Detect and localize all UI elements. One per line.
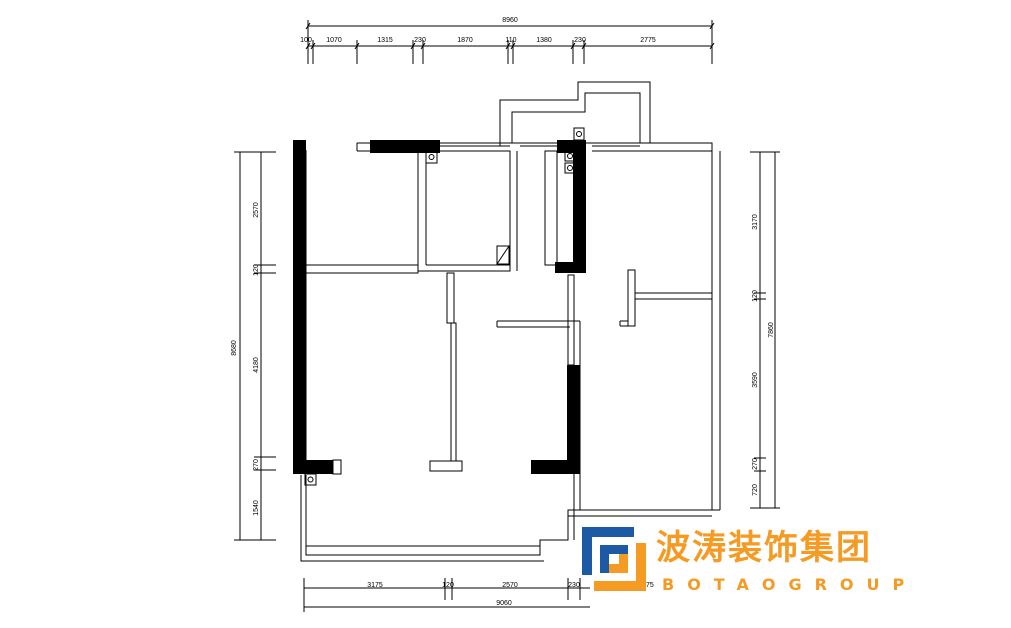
- right-segment-label: 120: [752, 290, 759, 302]
- bottom-total-label: 9060: [496, 600, 512, 607]
- bottom-segment-label: 230: [568, 582, 580, 589]
- wall-outlines: [300, 81, 721, 562]
- top-segment-label: 1070: [326, 37, 342, 44]
- dimension-labels: 8960 100 1070 1315 230 1870 110 1380 230…: [231, 17, 775, 607]
- brand-name-english: BOTAOGROUP: [662, 575, 918, 594]
- bottom-segment-label: 2775: [638, 582, 654, 589]
- bottom-segment-label: 3175: [367, 582, 383, 589]
- brand-name-chinese: 波涛装饰集团: [656, 528, 872, 568]
- right-segment-label: 3170: [752, 214, 759, 230]
- top-segment-label: 110: [505, 37, 516, 44]
- top-dimension-chain: [307, 20, 713, 64]
- bottom-segment-label: 120: [442, 582, 454, 589]
- right-segment-label: 720: [752, 484, 759, 496]
- top-segment-label: 100: [300, 37, 312, 44]
- left-segment-label: 1540: [253, 500, 260, 516]
- top-segment-label: 1870: [457, 37, 473, 44]
- right-total-label: 7860: [768, 322, 775, 338]
- top-segment-label: 1380: [536, 37, 552, 44]
- right-segment-label: 3590: [752, 372, 759, 388]
- left-segment-label: 270: [253, 459, 260, 471]
- botao-logo-icon: [582, 527, 646, 591]
- top-segment-label: 2775: [640, 37, 656, 44]
- left-segment-label: 120: [253, 264, 260, 276]
- left-total-label: 8680: [231, 340, 238, 356]
- top-total-label: 8960: [502, 17, 518, 24]
- bottom-dimension-chain: [303, 578, 590, 612]
- top-segment-label: 1315: [377, 37, 393, 44]
- right-segment-label: 270: [752, 458, 759, 470]
- dimension-ticks: [305, 22, 715, 50]
- left-segment-label: 4180: [253, 357, 260, 373]
- left-dimension-chain: [234, 151, 276, 541]
- fixtures: [304, 127, 585, 486]
- right-dimension-chain: [750, 151, 780, 509]
- top-segment-label: 230: [414, 37, 426, 44]
- bottom-segment-label: 2570: [502, 582, 518, 589]
- top-segment-label: 230: [574, 37, 586, 44]
- bearing-walls: [293, 140, 586, 474]
- left-segment-label: 2570: [253, 202, 260, 218]
